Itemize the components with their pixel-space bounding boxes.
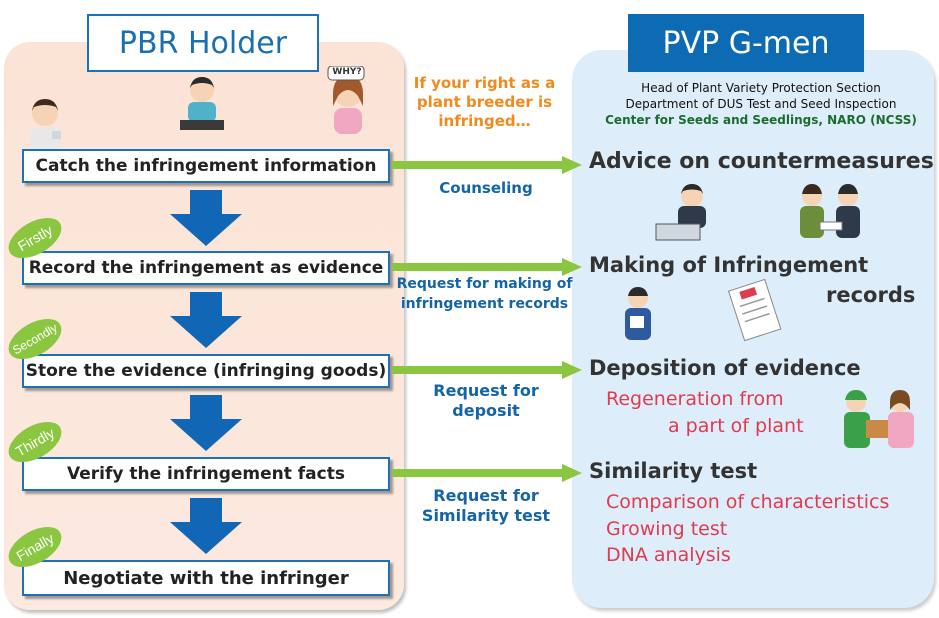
right-arrow-icon bbox=[392, 361, 582, 379]
down-arrow-icon bbox=[170, 292, 242, 348]
worried-person-illustration bbox=[30, 99, 61, 151]
delivery-handover-illustration bbox=[844, 390, 914, 448]
right-arrow-icon bbox=[392, 464, 582, 482]
pvp-gmen-title: PVP G-men bbox=[628, 14, 864, 72]
org-line-2: Department of DUS Test and Seed Inspecti… bbox=[625, 97, 897, 111]
document-icon bbox=[727, 278, 782, 342]
staff-with-document-illustration bbox=[625, 287, 651, 340]
similarity-detail-3: DNA analysis bbox=[606, 544, 731, 566]
service-advice: Advice on countermeasures bbox=[589, 149, 934, 174]
office-worker-laptop-illustration bbox=[655, 184, 706, 241]
pbr-holder-title: PBR Holder bbox=[87, 14, 319, 72]
down-arrow-icon bbox=[170, 395, 242, 451]
service-similarity: Similarity test bbox=[589, 459, 758, 483]
why-text: If your right as a plant breeder is infr… bbox=[413, 74, 556, 130]
down-arrow-icon bbox=[170, 190, 242, 246]
step-verify-facts: Verify the infringement facts bbox=[22, 457, 390, 491]
similarity-detail-2: Growing test bbox=[606, 518, 728, 540]
step-record-evidence: Record the infringement as evidence bbox=[22, 251, 390, 285]
step-catch-info: Catch the infringement information bbox=[22, 149, 390, 183]
worried-woman-illustration bbox=[327, 66, 365, 134]
service-records-line2: records bbox=[826, 283, 916, 307]
service-deposition: Deposition of evidence bbox=[589, 356, 861, 380]
org-line-1: Head of Plant Variety Protection Section bbox=[641, 81, 881, 95]
service-records: Making of Infringement bbox=[589, 253, 869, 277]
step-store-evidence: Store the evidence (infringing goods) bbox=[22, 354, 390, 388]
down-arrow-icon bbox=[170, 498, 242, 554]
right-arrow-icon bbox=[392, 258, 582, 276]
phone-person-illustration bbox=[180, 77, 224, 130]
request-counseling: Counseling bbox=[439, 179, 533, 197]
right-arrow-icon bbox=[392, 156, 582, 174]
org-line-3: Center for Seeds and Seedlings, NARO (NC… bbox=[605, 113, 917, 127]
why-bubble-label: WHY? bbox=[332, 67, 362, 77]
consultation-illustration bbox=[800, 184, 860, 238]
deposition-detail-1: Regeneration from bbox=[606, 388, 784, 410]
similarity-detail-1: Comparison of characteristics bbox=[606, 491, 890, 513]
step-negotiate: Negotiate with the infringer bbox=[22, 560, 390, 596]
deposition-detail-2: a part of plant bbox=[668, 415, 804, 437]
